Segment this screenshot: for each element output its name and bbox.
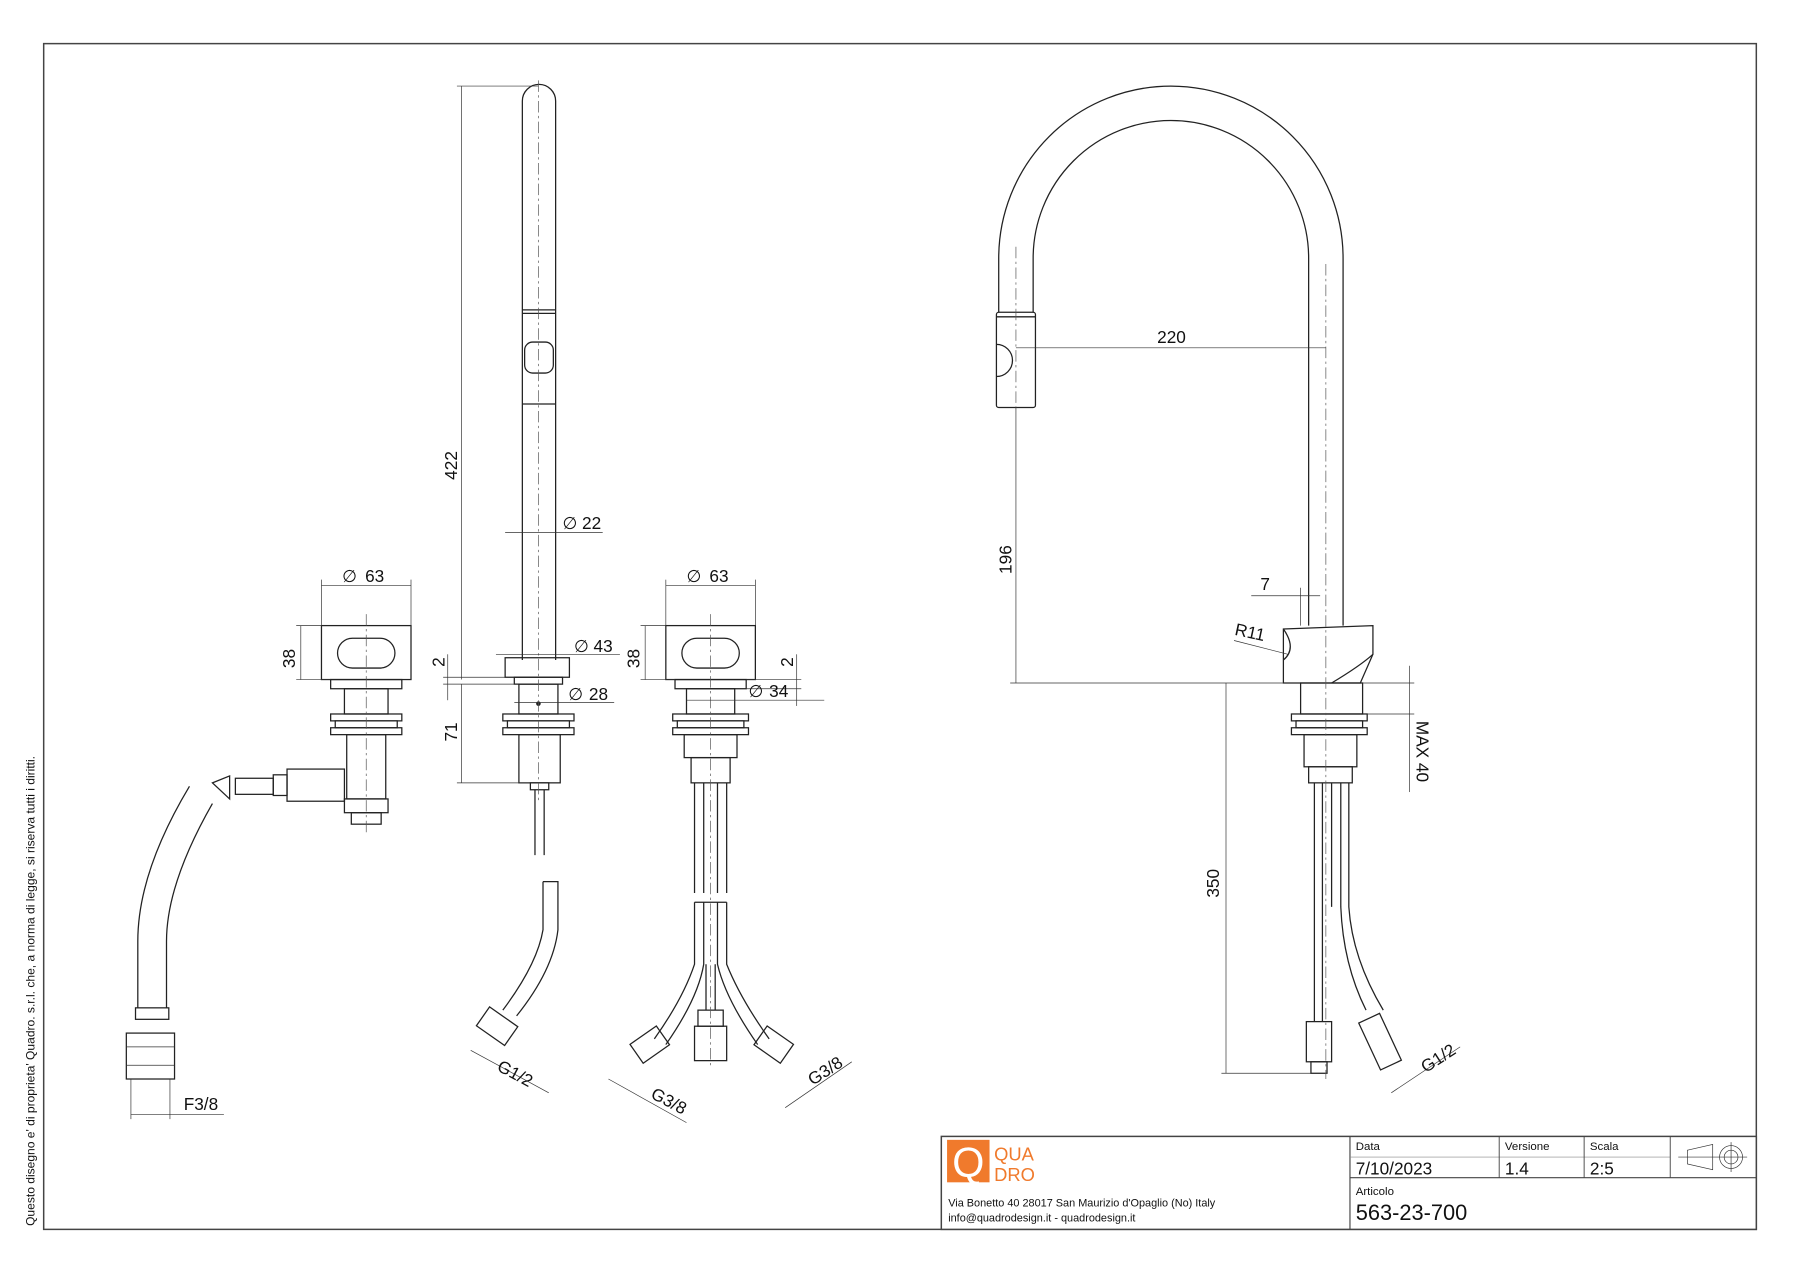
dim-right-thread-right: G3/8 [804,1052,846,1089]
dim-faucet-below: 350 [1203,869,1223,898]
dim-faucet-max-thickness: MAX 40 [1413,721,1433,782]
svg-text:QUA: QUA [994,1144,1035,1165]
article-label: Articolo [1356,1186,1394,1198]
version-label: Versione [1505,1141,1550,1153]
copyright-note: Questo disegno e' di proprieta' Quadro. … [23,756,37,1226]
dim-right-hole-diameter: 34 [769,681,789,701]
dim-spray-diameter-symbol: ∅ [563,513,578,533]
drawing-border [42,42,1758,1231]
dim-right-hole-symbol: ∅ [748,681,763,701]
dim-right-diameter-symbol: ∅ [686,566,701,586]
dim-faucet-offset: 7 [1260,574,1270,594]
dim-spray-plate: 2 [428,657,448,667]
dim-spray-height: 422 [441,451,461,480]
dim-faucet-radius: R11 [1233,619,1267,645]
dim-right-plate: 2 [777,657,797,667]
spray-column-view: 422 ∅ 22 ∅ 43 2 ∅ 28 71 G1/2 [428,80,620,1094]
dim-spray-diameter: 22 [582,513,601,533]
dim-right-diameter: 63 [709,566,728,586]
dim-left-height: 38 [279,649,299,668]
dim-left-diameter: 63 [365,566,384,586]
right-mixer-view: ∅ 63 38 2 ∅ 34 G3/8 G3/8 [608,566,852,1123]
article-value: 563-23-700 [1356,1200,1468,1225]
scale-label: Scala [1590,1141,1619,1153]
dim-spray-thread: G1/2 [494,1056,536,1091]
projection-symbol-icon [1678,1142,1748,1172]
quadro-logo: Q QUA DRO [947,1140,1035,1186]
dim-spray-below: 71 [441,722,461,741]
dim-faucet-reach: 220 [1157,327,1186,347]
dim-faucet-thread: G1/2 [1417,1040,1459,1077]
svg-text:Q: Q [952,1140,984,1186]
dim-spray-hole-diameter: 28 [589,684,608,704]
date-label: Data [1356,1141,1381,1153]
scale-value: 2:5 [1590,1158,1614,1178]
dim-right-height: 38 [623,649,643,668]
date-value: 7/10/2023 [1356,1158,1433,1178]
dim-spray-hole-symbol: ∅ [568,684,583,704]
company-contacts: info@quadrodesign.it - quadrodesign.it [948,1212,1135,1224]
dim-left-diameter-symbol: ∅ [342,566,357,586]
dim-spray-base-diameter: 43 [594,636,613,656]
svg-text:DRO: DRO [994,1164,1035,1185]
dim-spray-base-symbol: ∅ [574,636,589,656]
title-block: Q QUA DRO Via Bonetto 40 28017 San Mauri… [940,1135,1758,1231]
faucet-side-view: 220 196 7 R11 MAX 40 350 G1/2 [995,85,1461,1094]
left-mixer-view: ∅ 63 38 F3/8 [125,566,412,1120]
dim-faucet-spout-height: 196 [995,545,1015,574]
dim-left-thread: F3/8 [184,1094,218,1114]
version-value: 1.4 [1505,1158,1529,1178]
company-address: Via Bonetto 40 28017 San Maurizio d'Opag… [948,1197,1216,1209]
